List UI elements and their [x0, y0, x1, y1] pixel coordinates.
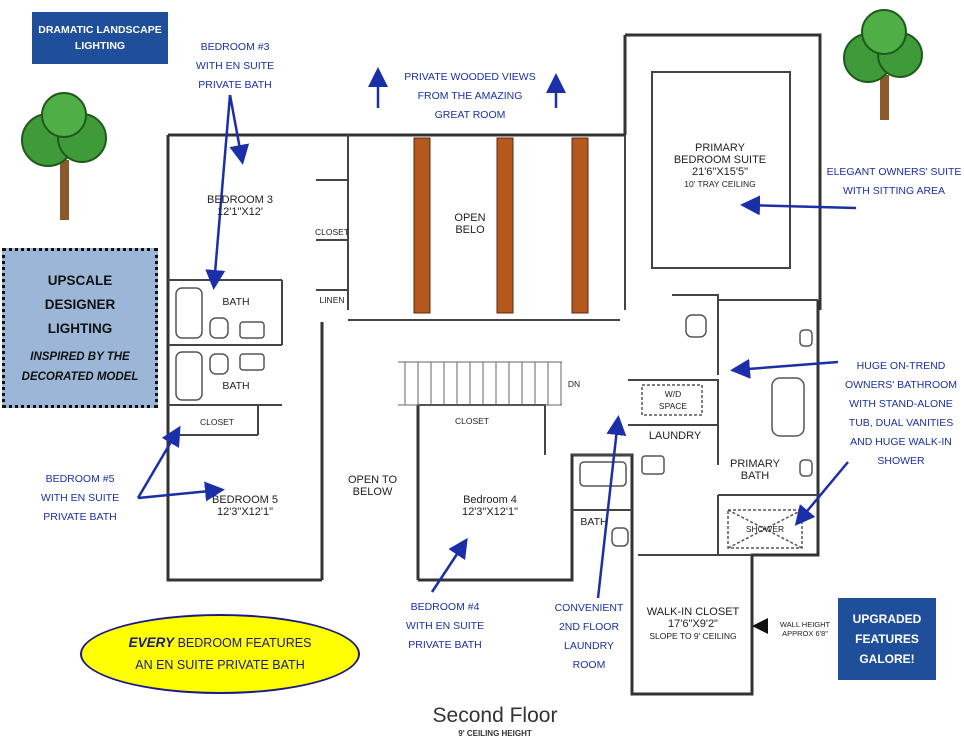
open-below-left-label: OPEN TO BELOW: [347, 474, 398, 498]
bedroom5-name: BEDROOM 5: [211, 494, 278, 506]
shower-label: SHOWER: [745, 524, 785, 534]
upgraded-line-1: UPGRADED: [852, 612, 922, 626]
every-emphasis: EVERY: [128, 635, 175, 650]
closet-b3-label: CLOSET: [314, 227, 349, 237]
upscale-line-3: LIGHTING: [47, 321, 113, 336]
tree-right: [843, 9, 923, 120]
great-room-beams: [413, 137, 589, 314]
callout-owners-suite: ELEGANT OWNERS' SUITE WITH SITTING AREA: [826, 166, 962, 197]
upgraded-features-badge: UPGRADED FEATURES GALORE!: [838, 598, 936, 680]
callout-arrows: [136, 67, 857, 599]
closet-b5-label: CLOSET: [199, 417, 234, 427]
every-line-2: AN EN SUITE PRIVATE BATH: [135, 658, 305, 672]
bedroom4-name: Bedroom 4: [463, 494, 517, 506]
walkin-note: SLOPE TO 9' CEILING: [649, 631, 737, 641]
primary-bath-label: PRIMARY BATH: [730, 458, 780, 482]
bedroom4-dims: 12'3"X12'1": [461, 506, 519, 518]
ceiling-height-subtitle: 9' CEILING HEIGHT: [458, 729, 532, 738]
staircase: [398, 361, 562, 406]
every-line-1: BEDROOM FEATURES: [177, 636, 312, 650]
dramatic-landscape-badge: DRAMATIC LANDSCAPE LIGHTING: [32, 12, 168, 64]
callout-bedroom4: BEDROOM #4 WITH EN SUITE PRIVATE BATH: [405, 601, 485, 651]
bath-lower-label: BATH: [222, 380, 250, 392]
upscale-line-1: UPSCALE: [47, 273, 113, 288]
stair-down-label: DN: [567, 379, 581, 389]
bath-b4-label: BATH: [580, 516, 608, 528]
callout-owners-bath: HUGE ON-TREND OWNERS' BATHROOM WITH STAN…: [844, 360, 958, 467]
primary-suite-name: PRIMARY BEDROOM SUITE: [673, 142, 767, 166]
exterior-walls: [166, 33, 822, 696]
tree-left: [21, 92, 107, 220]
wall-height-label: WALL HEIGHT APPROX 6'8": [779, 620, 831, 638]
bedroom5-dims: 12'3"X12'1": [216, 506, 274, 518]
upgraded-line-2: FEATURES: [855, 632, 919, 646]
callout-laundry: CONVENIENT 2ND FLOOR LAUNDRY ROOM: [554, 602, 624, 671]
primary-suite-ceiling: 10' TRAY CEILING: [684, 179, 756, 189]
callout-bedroom3: BEDROOM #3 WITH EN SUITE PRIVATE BATH: [195, 41, 275, 91]
walkin-dims: 17'6"X9'2": [668, 618, 718, 630]
closet-b4-label: CLOSET: [454, 416, 489, 426]
fixtures: [175, 287, 813, 549]
upscale-subtext: INSPIRED BY THE DECORATED MODEL: [21, 351, 139, 383]
upscale-line-2: DESIGNER: [44, 297, 116, 312]
primary-suite-dims: 21'6"X15'5": [691, 166, 749, 178]
bath-upper-label: BATH: [222, 296, 250, 308]
open-below-top-label: OPEN BELO: [454, 212, 486, 236]
callout-wooded-views: PRIVATE WOODED VIEWS FROM THE AMAZING GR…: [404, 71, 536, 121]
every-bedroom-ellipse: EVERY BEDROOM FEATURES AN EN SUITE PRIVA…: [80, 614, 360, 694]
walkin-name: WALK-IN CLOSET: [646, 606, 740, 618]
dramatic-landscape-text: DRAMATIC LANDSCAPE LIGHTING: [38, 24, 162, 52]
upscale-lighting-badge: UPSCALE DESIGNER LIGHTING INSPIRED BY TH…: [2, 248, 158, 408]
upgraded-line-3: GALORE!: [859, 652, 915, 666]
floor-title: Second Floor: [432, 704, 558, 727]
bedroom3-name: BEDROOM 3: [206, 194, 273, 206]
laundry-label: LAUNDRY: [648, 430, 702, 442]
linen-label: LINEN: [319, 295, 345, 305]
callout-bedroom5: BEDROOM #5 WITH EN SUITE PRIVATE BATH: [40, 473, 120, 523]
bedroom3-dims: 12'1"X12': [216, 206, 264, 218]
wd-space-label: W/D SPACE: [658, 389, 688, 411]
